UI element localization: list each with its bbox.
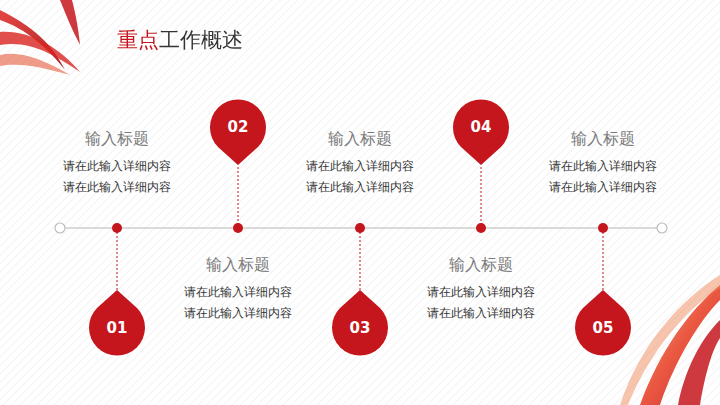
callout-number: 02 — [210, 117, 266, 137]
timeline-drop: 01输入标题请在此输入详细内容 请在此输入详细内容 — [89, 288, 145, 356]
timeline-drop: 05输入标题请在此输入详细内容 请在此输入详细内容 — [575, 288, 631, 356]
callout-number: 04 — [453, 117, 509, 137]
item-body: 请在此输入详细内容 请在此输入详细内容 — [544, 156, 662, 198]
text-group: 输入标题请在此输入详细内容 请在此输入详细内容 — [411, 254, 551, 324]
drop-outline — [575, 290, 631, 356]
item-heading: 输入标题 — [168, 254, 308, 276]
item-body: 请在此输入详细内容 请在此输入详细内容 — [179, 282, 297, 324]
timeline-drop: 04输入标题请在此输入详细内容 请在此输入详细内容 — [453, 99, 509, 167]
red-swoosh-top-left — [0, 0, 80, 75]
timeline-drop: 02输入标题请在此输入详细内容 请在此输入详细内容 — [210, 99, 266, 167]
callout-number: 01 — [89, 318, 145, 338]
item-body: 请在此输入详细内容 请在此输入详细内容 — [422, 282, 540, 324]
text-group: 输入标题请在此输入详细内容 请在此输入详细内容 — [168, 254, 308, 324]
timeline-drop: 03输入标题请在此输入详细内容 请在此输入详细内容 — [332, 288, 388, 356]
item-heading: 输入标题 — [47, 128, 187, 150]
drop-outline — [210, 99, 266, 165]
text-group: 输入标题请在此输入详细内容 请在此输入详细内容 — [47, 128, 187, 198]
item-body: 请在此输入详细内容 请在此输入详细内容 — [58, 156, 176, 198]
callout-number: 05 — [575, 318, 631, 338]
item-heading: 输入标题 — [411, 254, 551, 276]
item-heading: 输入标题 — [533, 128, 673, 150]
drop-outline — [453, 99, 509, 165]
slide-title: 重点工作概述 — [117, 26, 243, 54]
red-swoosh-bottom-right — [620, 275, 720, 405]
drop-outline — [89, 290, 145, 356]
text-group: 输入标题请在此输入详细内容 请在此输入详细内容 — [290, 128, 430, 198]
timeline-axis — [55, 223, 667, 233]
item-heading: 输入标题 — [290, 128, 430, 150]
text-group: 输入标题请在此输入详细内容 请在此输入详细内容 — [533, 128, 673, 198]
callout-number: 03 — [332, 318, 388, 338]
drop-outline — [332, 290, 388, 356]
item-body: 请在此输入详细内容 请在此输入详细内容 — [301, 156, 419, 198]
